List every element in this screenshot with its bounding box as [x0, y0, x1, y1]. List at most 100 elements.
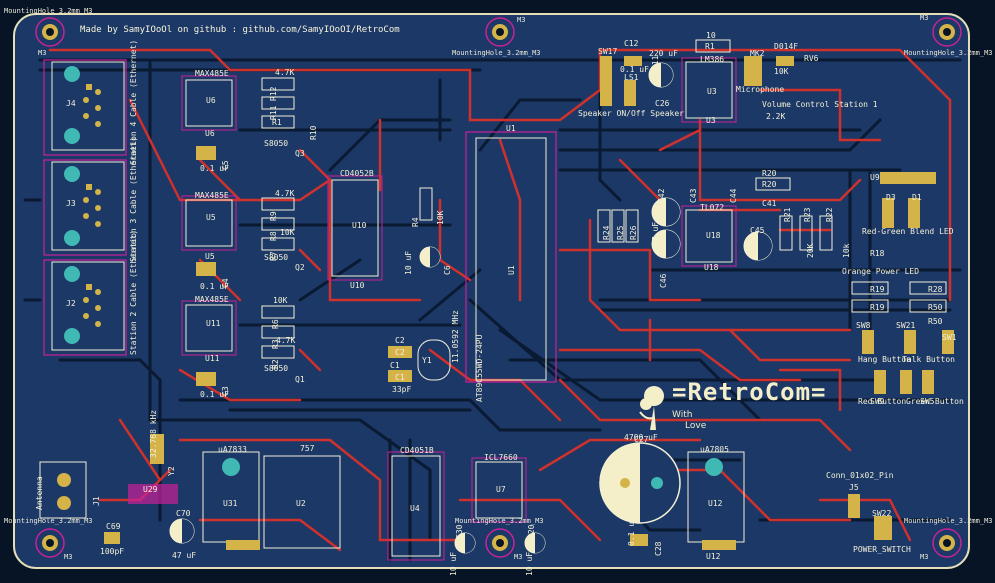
silkscreen-u2top: 757 [300, 444, 315, 453]
silkscreen-r10k3: 10K [774, 67, 789, 76]
silkscreen-u31: U31 [223, 499, 238, 508]
silkscreen-r10k1: 10K [280, 228, 295, 237]
silkscreen-u6: U6 [206, 96, 216, 105]
silkscreen-r18: R18 [870, 249, 885, 258]
silkscreen-vol: Volume Control Station 1 [762, 100, 878, 109]
silkscreen-c12: C12 [624, 39, 639, 48]
silkscreen-redgreen: Red-Green Blend LED [862, 227, 954, 236]
silkscreen-c69: C69 [106, 522, 121, 531]
cable-label-station2: Station 2 Cable (Ethernet) [129, 229, 138, 355]
mounting-hole-tc [485, 17, 515, 47]
silkscreen-d1: D1 [912, 193, 922, 202]
top-copper-layer [48, 48, 952, 552]
silkscreen-r21: R21 [783, 207, 792, 222]
silkscreen-u10b: U10 [350, 281, 365, 290]
silkscreen-pwr: POWER_SWITCH [853, 545, 911, 554]
mounting-hole-bl [35, 528, 65, 558]
mounting-hole-ref: M3 [920, 553, 929, 561]
silkscreen-y1: Y1 [422, 356, 432, 365]
silkscreen-conn: Conn_01x02_Pin [826, 471, 894, 480]
silkscreen-lm386: LM386 [700, 55, 725, 64]
silkscreen-sw21: SW21 [896, 321, 916, 330]
silkscreen-orange: Orange Power LED [842, 267, 920, 276]
silkscreen-s8050a: S8050 [264, 139, 289, 148]
silkscreen-sw17: SW17 [598, 47, 618, 56]
silkscreen-u2: U2 [296, 499, 306, 508]
silkscreen-r26: R26 [629, 225, 638, 240]
silkscreen-c2b: C2 [395, 348, 405, 357]
dip-ic-courtyards [181, 57, 737, 561]
silkscreen-d014: D014F [774, 42, 799, 51]
silkscreen-r23: R23 [803, 207, 812, 222]
silkscreen-u6b: U6 [205, 129, 215, 138]
silkscreen-cd4051b: CD4051B [400, 446, 434, 455]
silkscreen-ua7805: uA7805 [700, 445, 729, 454]
silkscreen-r47k3: 4.7K [276, 336, 296, 345]
silkscreen-u9: U9 [870, 173, 880, 182]
silkscreen-u29: U29 [143, 485, 158, 494]
silkscreen-u11: U11 [206, 319, 221, 328]
silkscreen-sw5: SW5 [920, 397, 935, 406]
silkscreen-s8050b: S8050 [264, 253, 289, 262]
silkscreen-c42v: 47 uF [651, 221, 660, 246]
silkscreen-r10k2: 10K [273, 296, 288, 305]
silkscreen-u5b: U5 [205, 252, 215, 261]
silkscreen-r50: R50 [928, 303, 943, 312]
silkscreen-r4v: 10K [436, 210, 445, 225]
silkscreen-u12: U12 [708, 499, 723, 508]
silkscreen-r20: R20 [762, 169, 777, 178]
silkscreen-max485e-mid: MAX485E [195, 191, 229, 200]
silkscreen-r24: R24 [602, 225, 611, 240]
silkscreen-c4v: 0.1 uF [200, 282, 229, 291]
silkscreen-r12: R12 [269, 86, 278, 101]
silkscreen-r1x: R1 [705, 42, 715, 51]
silkscreen-r47k2: 4.7K [275, 189, 295, 198]
silkscreen-r10: R10 [309, 125, 318, 140]
silkscreen-q3: Q3 [295, 149, 305, 158]
mounting-hole-tr [932, 17, 962, 47]
silkscreen-q2: Q2 [295, 263, 305, 272]
silkscreen-u1: U1 [506, 124, 516, 133]
mounting-hole-tl [35, 17, 65, 47]
crystal-y1 [417, 339, 451, 381]
silkscreen-j1: J1 [92, 496, 101, 506]
silkscreen-r4: R4 [411, 217, 420, 227]
silkscreen-q1: Q1 [295, 375, 305, 384]
silkscreen-mk2: MK2 [750, 49, 765, 58]
silkscreen-c3v: 0.1 uF [200, 390, 229, 399]
silkscreen-c1: C1 [395, 373, 405, 382]
silkscreen-tl072: TL072 [700, 203, 725, 212]
silkscreen-r10k4: 10k [842, 243, 851, 258]
silkscreen-redbtn: Red Button [858, 397, 907, 406]
silkscreen-r28: R28 [928, 285, 943, 294]
silkscreen-rv6: RV6 [804, 54, 819, 63]
silkscreen-r50b: R50 [928, 317, 943, 326]
capacitor-c27 [599, 442, 681, 524]
silkscreen-u18: U18 [706, 231, 721, 240]
silkscreen-green: Green Button [906, 397, 964, 406]
silkscreen-u5: U5 [206, 213, 216, 222]
silkscreen-r25: R25 [616, 225, 625, 240]
silkscreen-c70v: 47 uF [172, 551, 197, 560]
mounting-hole-ref: M3 [38, 49, 47, 57]
silkscreen-c6: C6 [443, 265, 452, 275]
silkscreen-c27: C27 [634, 435, 649, 444]
silkscreen-r6: R6 [271, 319, 280, 329]
silkscreen-c2: C2 [395, 336, 405, 345]
silkscreen-s8050c: S8050 [264, 364, 289, 373]
mounting-hole-label: MountingHole_3.2mm_M3 [904, 517, 993, 525]
mounting-hole-label: MountingHole_3.2mm_M3 [452, 49, 541, 57]
connector-pins [83, 84, 101, 327]
silkscreen-u3b: U3 [706, 116, 716, 125]
logo-rose-icon [639, 386, 664, 430]
silkscreen-max485e-bot: MAX485E [195, 295, 229, 304]
silkscreen-r1: R1 [272, 118, 282, 127]
silkscreen-u18b: U18 [704, 263, 719, 272]
board-outline [13, 13, 970, 569]
silkscreen-u4: U4 [410, 504, 420, 513]
silkscreen-c30: C30 [455, 524, 464, 539]
electrolytic-caps [169, 62, 773, 554]
resistor-footprints [261, 39, 947, 359]
